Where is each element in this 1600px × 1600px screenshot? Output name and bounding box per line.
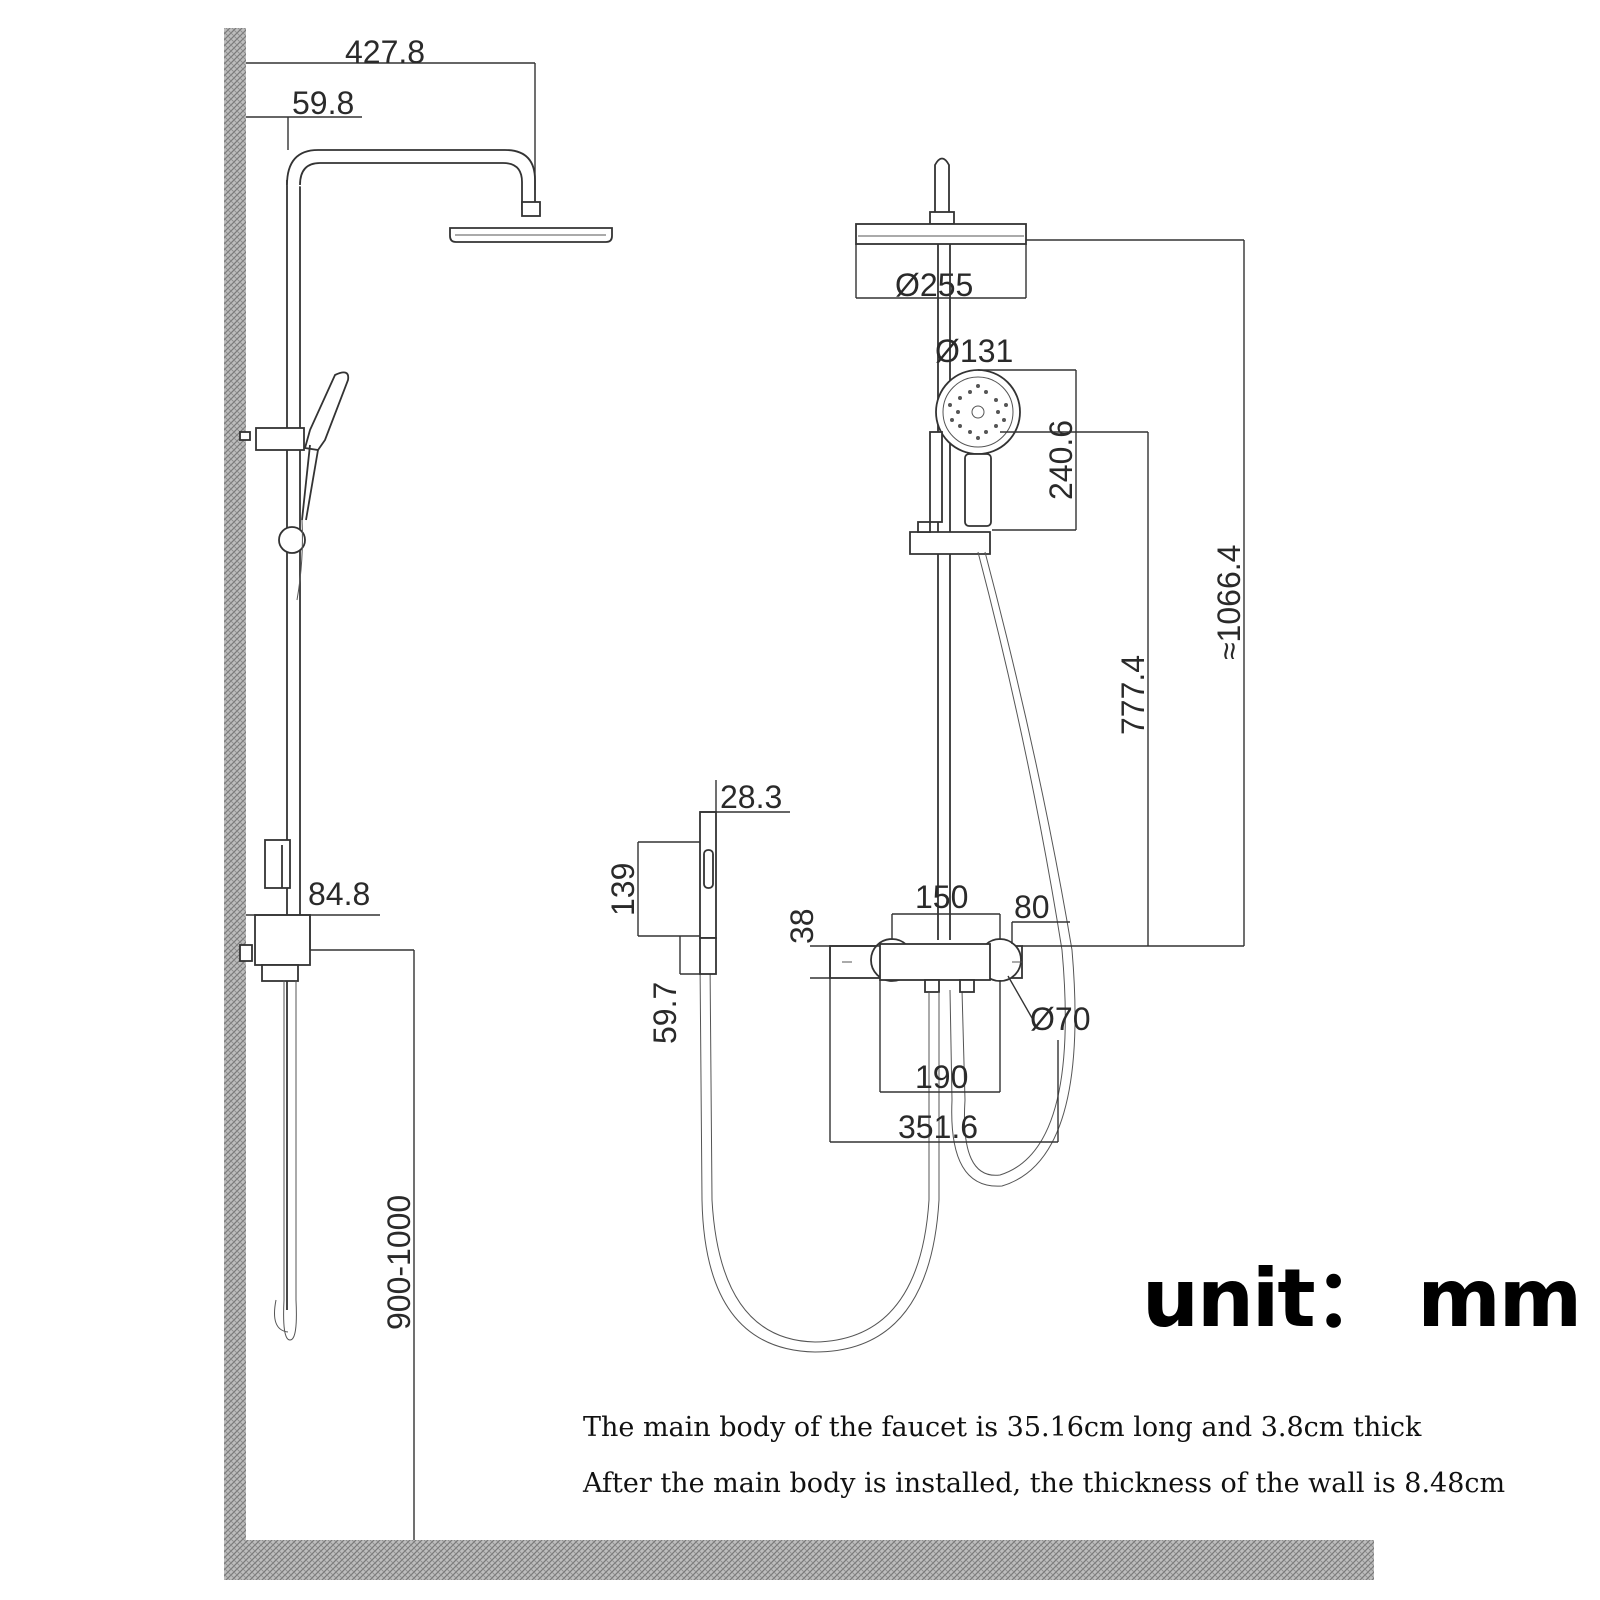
side-view: 427.8 59.8 84.8 900-1000 [239,34,613,1540]
spray-nozzles [948,384,1008,440]
front-view: Ø255 [699,157,1247,1353]
dim-handheld-length: 240.6 [1043,420,1079,500]
dim-holder-height: 139 [605,863,641,916]
dim-mount-height: 900-1000 [381,1195,417,1330]
dim-handle-offset: 80 [1014,889,1050,925]
dim-wall-distance: 84.8 [308,876,370,912]
dim-side-width: 427.8 [345,34,425,70]
dim-handle-diameter: Ø70 [1030,1001,1090,1037]
dim-holder-width: 28.3 [720,779,782,815]
note-wall-thickness: After the main body is installed, the th… [582,1468,1505,1499]
wall [224,28,246,1580]
dim-bar-height: 777.4 [1115,655,1151,735]
dim-holder-bracket: 59.7 [647,982,683,1044]
dim-outlet-spacing: 190 [915,1059,968,1095]
dim-arm-offset: 59.8 [292,85,354,121]
dim-body-length: 351.6 [898,1109,978,1145]
dim-total-height: ≈1066.4 [1211,545,1247,660]
dim-valve-spacing: 150 [915,879,968,915]
spray-holder: 28.3 139 59.7 [605,779,790,1044]
dim-body-thickness: 38 [784,908,820,944]
unit-label: unit： mm [1142,1252,1580,1345]
note-body-size: The main body of the faucet is 35.16cm l… [583,1412,1422,1443]
dim-overhead-diameter: Ø255 [895,267,973,303]
floor [224,1540,1374,1580]
dim-handheld-diameter: Ø131 [935,333,1013,369]
